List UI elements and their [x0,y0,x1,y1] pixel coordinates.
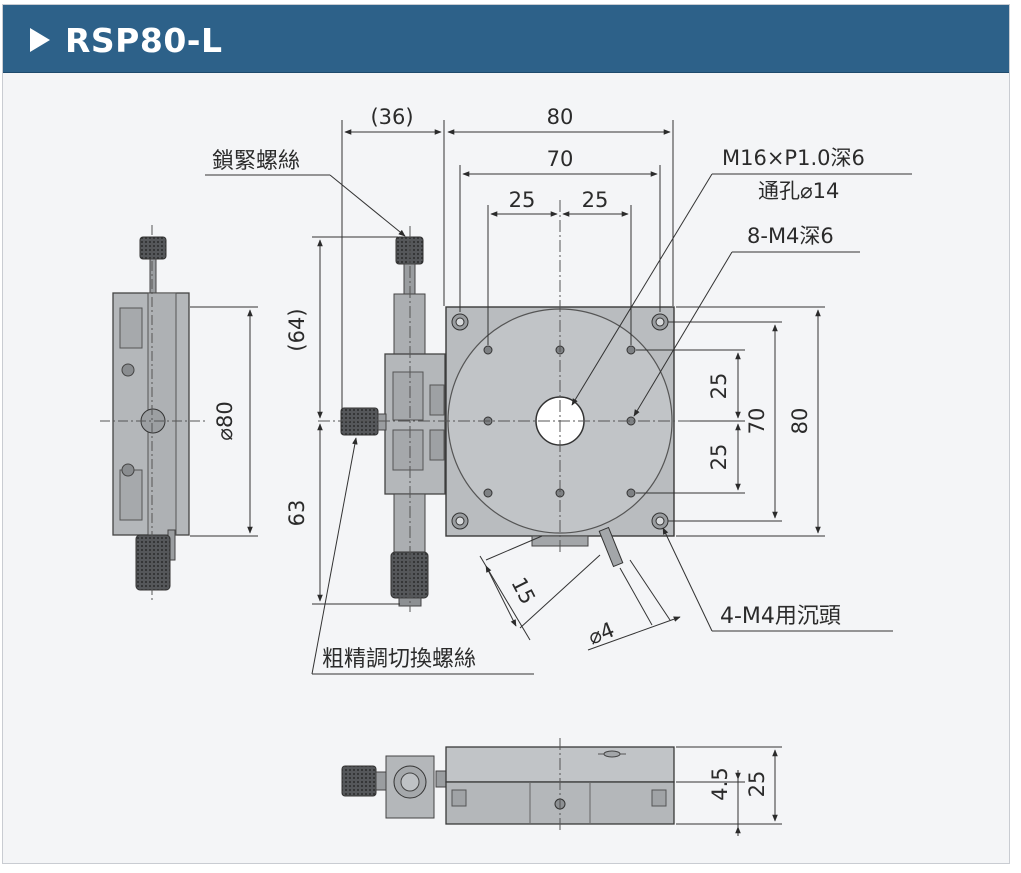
side-view-left [100,225,205,600]
dim-text-70: 70 [547,147,574,171]
dim-text-64: (64) [285,308,309,351]
front-knob [341,765,377,797]
dim-front: 4.5 25 [676,746,782,836]
dim-top-70: 70 [459,147,661,312]
dim-text-25-right: 25 [582,188,609,212]
dim-text-right-25-top: 25 [707,373,731,400]
dim-vertical-64-63: (64) 63 [285,236,400,605]
front-view [341,738,675,830]
label-center-thread-1: M16×P1.0深6 [722,146,865,170]
label-coarse-fine: 粗精調切換螺絲 [322,647,476,672]
dim-text-36: (36) [370,105,413,129]
play-arrow-icon [30,28,50,52]
dim-text-63: 63 [285,500,309,527]
dim-text-right-80: 80 [788,408,812,435]
dim-top-36: (36) [341,105,445,410]
dim-text-25-left: 25 [509,188,536,212]
dim-text-right-25-bottom: 25 [707,444,731,471]
callout-tapped-holes: 8-M4深6 [633,224,860,417]
dim-pin: 15 ⌀4 [479,535,681,651]
callout-center-thread: M16×P1.0深6 通孔⌀14 [571,146,912,406]
micrometer-assembly [340,236,446,607]
dim-text-dia-4: ⌀4 [585,618,618,650]
lock-knob [139,236,167,260]
dim-top-25-pair: 25 25 [487,188,632,345]
callout-lock-screw: 鎖緊螺絲 [205,149,406,237]
label-counterbore: 4-M4用沉頭 [720,604,841,629]
dim-side-dia-80: ⌀80 [190,306,258,537]
dim-text-right-70: 70 [745,408,769,435]
dim-text-80: 80 [547,105,574,129]
dim-text-side-dia-80: ⌀80 [213,401,237,440]
label-lock-screw: 鎖緊螺絲 [212,149,300,174]
dim-text-15: 15 [506,573,540,608]
dim-text-4-5: 4.5 [708,767,732,800]
micrometer-knob [135,534,171,591]
stop-pin [598,526,624,568]
label-tapped-holes: 8-M4深6 [747,224,834,248]
stage-top-view [318,200,690,612]
callout-coarse-fine: 粗精調切換螺絲 [311,437,534,675]
page-title: RSP80-L [65,21,223,60]
title-bar: RSP80-L [3,5,1009,73]
callout-counterbore: 4-M4用沉頭 [662,527,893,632]
dim-right-stack: 25 25 70 80 [636,306,825,537]
dim-text-front-25: 25 [745,771,769,798]
label-center-thread-2: 通孔⌀14 [758,179,839,203]
dim-top-80: 80 [447,105,674,306]
